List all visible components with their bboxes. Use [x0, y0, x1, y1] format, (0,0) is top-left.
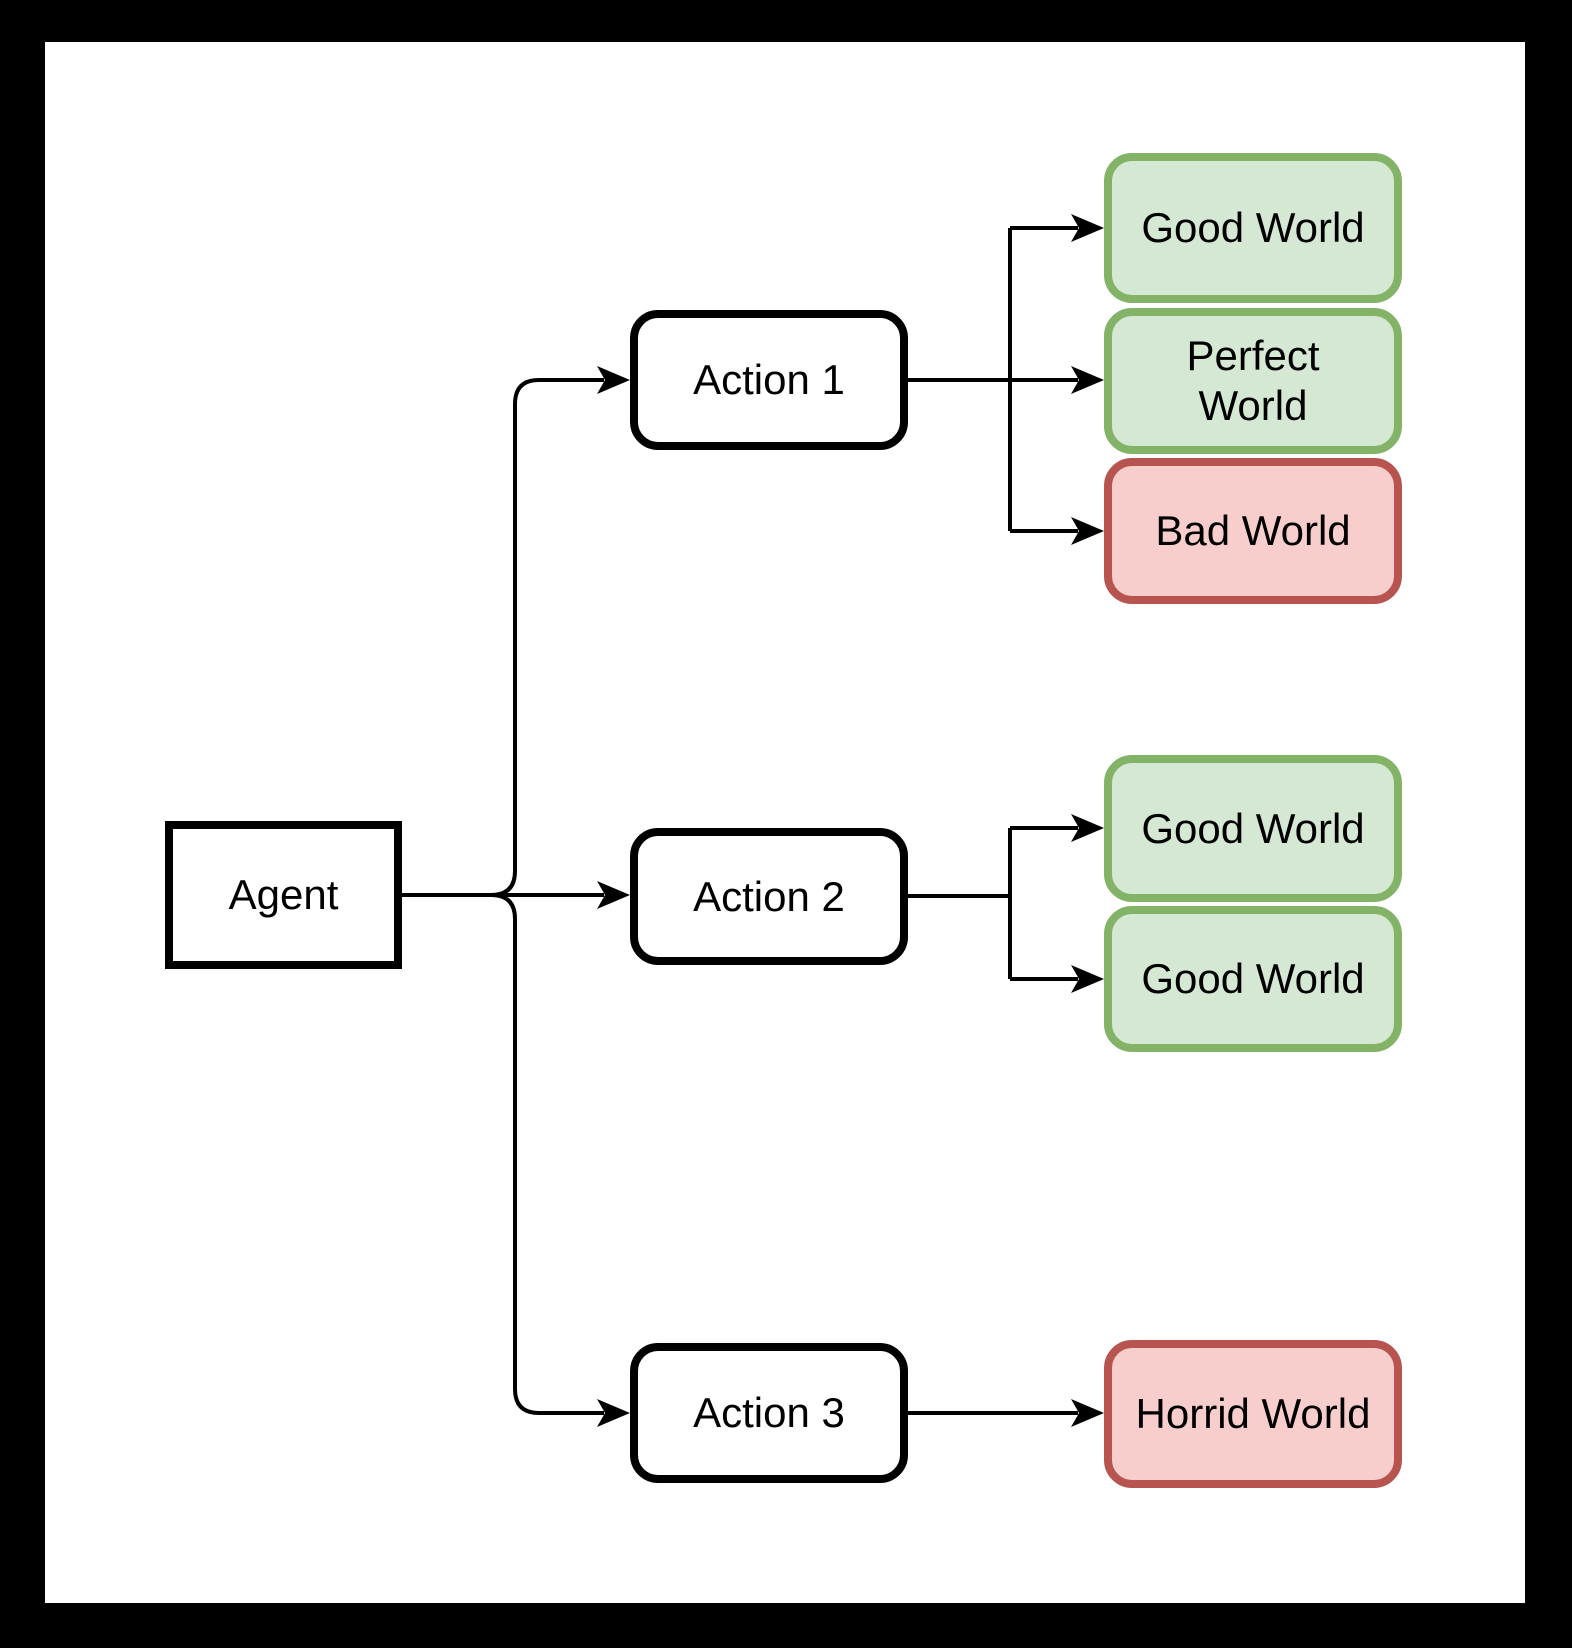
- node-action-2: Action 2: [630, 828, 908, 965]
- node-outcome-bad-world: Bad World: [1104, 458, 1402, 604]
- node-outcome-good-world-1-label: Good World: [1141, 204, 1365, 252]
- node-action-2-label: Action 2: [693, 872, 845, 920]
- node-outcome-good-world-2: Good World: [1104, 755, 1402, 902]
- node-action-1: Action 1: [630, 310, 908, 450]
- node-outcome-good-world-1: Good World: [1104, 153, 1402, 303]
- node-outcome-bad-world-label: Bad World: [1155, 507, 1351, 555]
- node-outcome-horrid-world-label: Horrid World: [1135, 1390, 1371, 1438]
- node-agent-label: Agent: [228, 871, 339, 919]
- node-action-1-label: Action 1: [693, 356, 845, 404]
- node-outcome-good-world-3: Good World: [1104, 906, 1402, 1052]
- node-outcome-horrid-world: Horrid World: [1104, 1340, 1402, 1488]
- node-outcome-perfect-world-label: Perfect World: [1186, 332, 1320, 429]
- node-action-3-label: Action 3: [693, 1389, 845, 1437]
- node-outcome-good-world-3-label: Good World: [1141, 955, 1365, 1003]
- node-outcome-perfect-world: Perfect World: [1104, 308, 1402, 454]
- node-agent: Agent: [165, 821, 402, 969]
- node-action-3: Action 3: [630, 1343, 908, 1483]
- node-outcome-good-world-2-label: Good World: [1141, 804, 1365, 852]
